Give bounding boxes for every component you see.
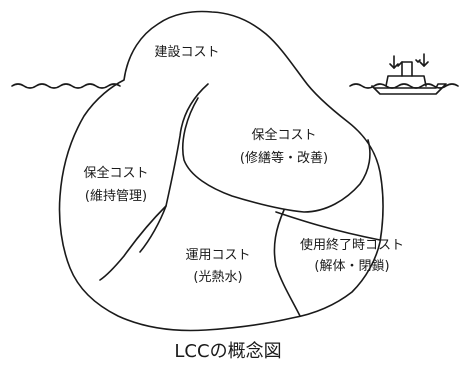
divider-lower-left bbox=[99, 205, 167, 281]
water-line-left bbox=[11, 83, 121, 89]
label-maintenance-upper: 保全コスト bbox=[251, 127, 316, 143]
label-end-of-life-cost: 使用終了時コスト bbox=[300, 237, 404, 253]
label-maintenance-upper-sub: (修繕等・改善) bbox=[240, 150, 328, 166]
label-end-of-life-cost-sub: (解体・閉鎖) bbox=[314, 258, 389, 274]
divider-lower-right-diagonal bbox=[275, 211, 381, 241]
iceberg-outline bbox=[58, 10, 384, 332]
label-construction-cost: 建設コスト bbox=[154, 44, 219, 60]
label-operation-cost: 運用コスト bbox=[185, 248, 250, 263]
label-maintenance-left-sub: (維持管理) bbox=[85, 189, 147, 204]
divider-upper-left bbox=[139, 83, 209, 253]
water-line-right bbox=[349, 83, 459, 89]
label-operation-cost-sub: (光熱水) bbox=[193, 270, 242, 285]
divider-lower-right-vertical bbox=[273, 209, 301, 317]
label-maintenance-left: 保全コスト bbox=[83, 165, 148, 181]
ship-icon bbox=[371, 53, 447, 95]
divider-inner-region bbox=[181, 97, 371, 213]
diagram-caption: LCCの概念図 bbox=[174, 340, 281, 362]
